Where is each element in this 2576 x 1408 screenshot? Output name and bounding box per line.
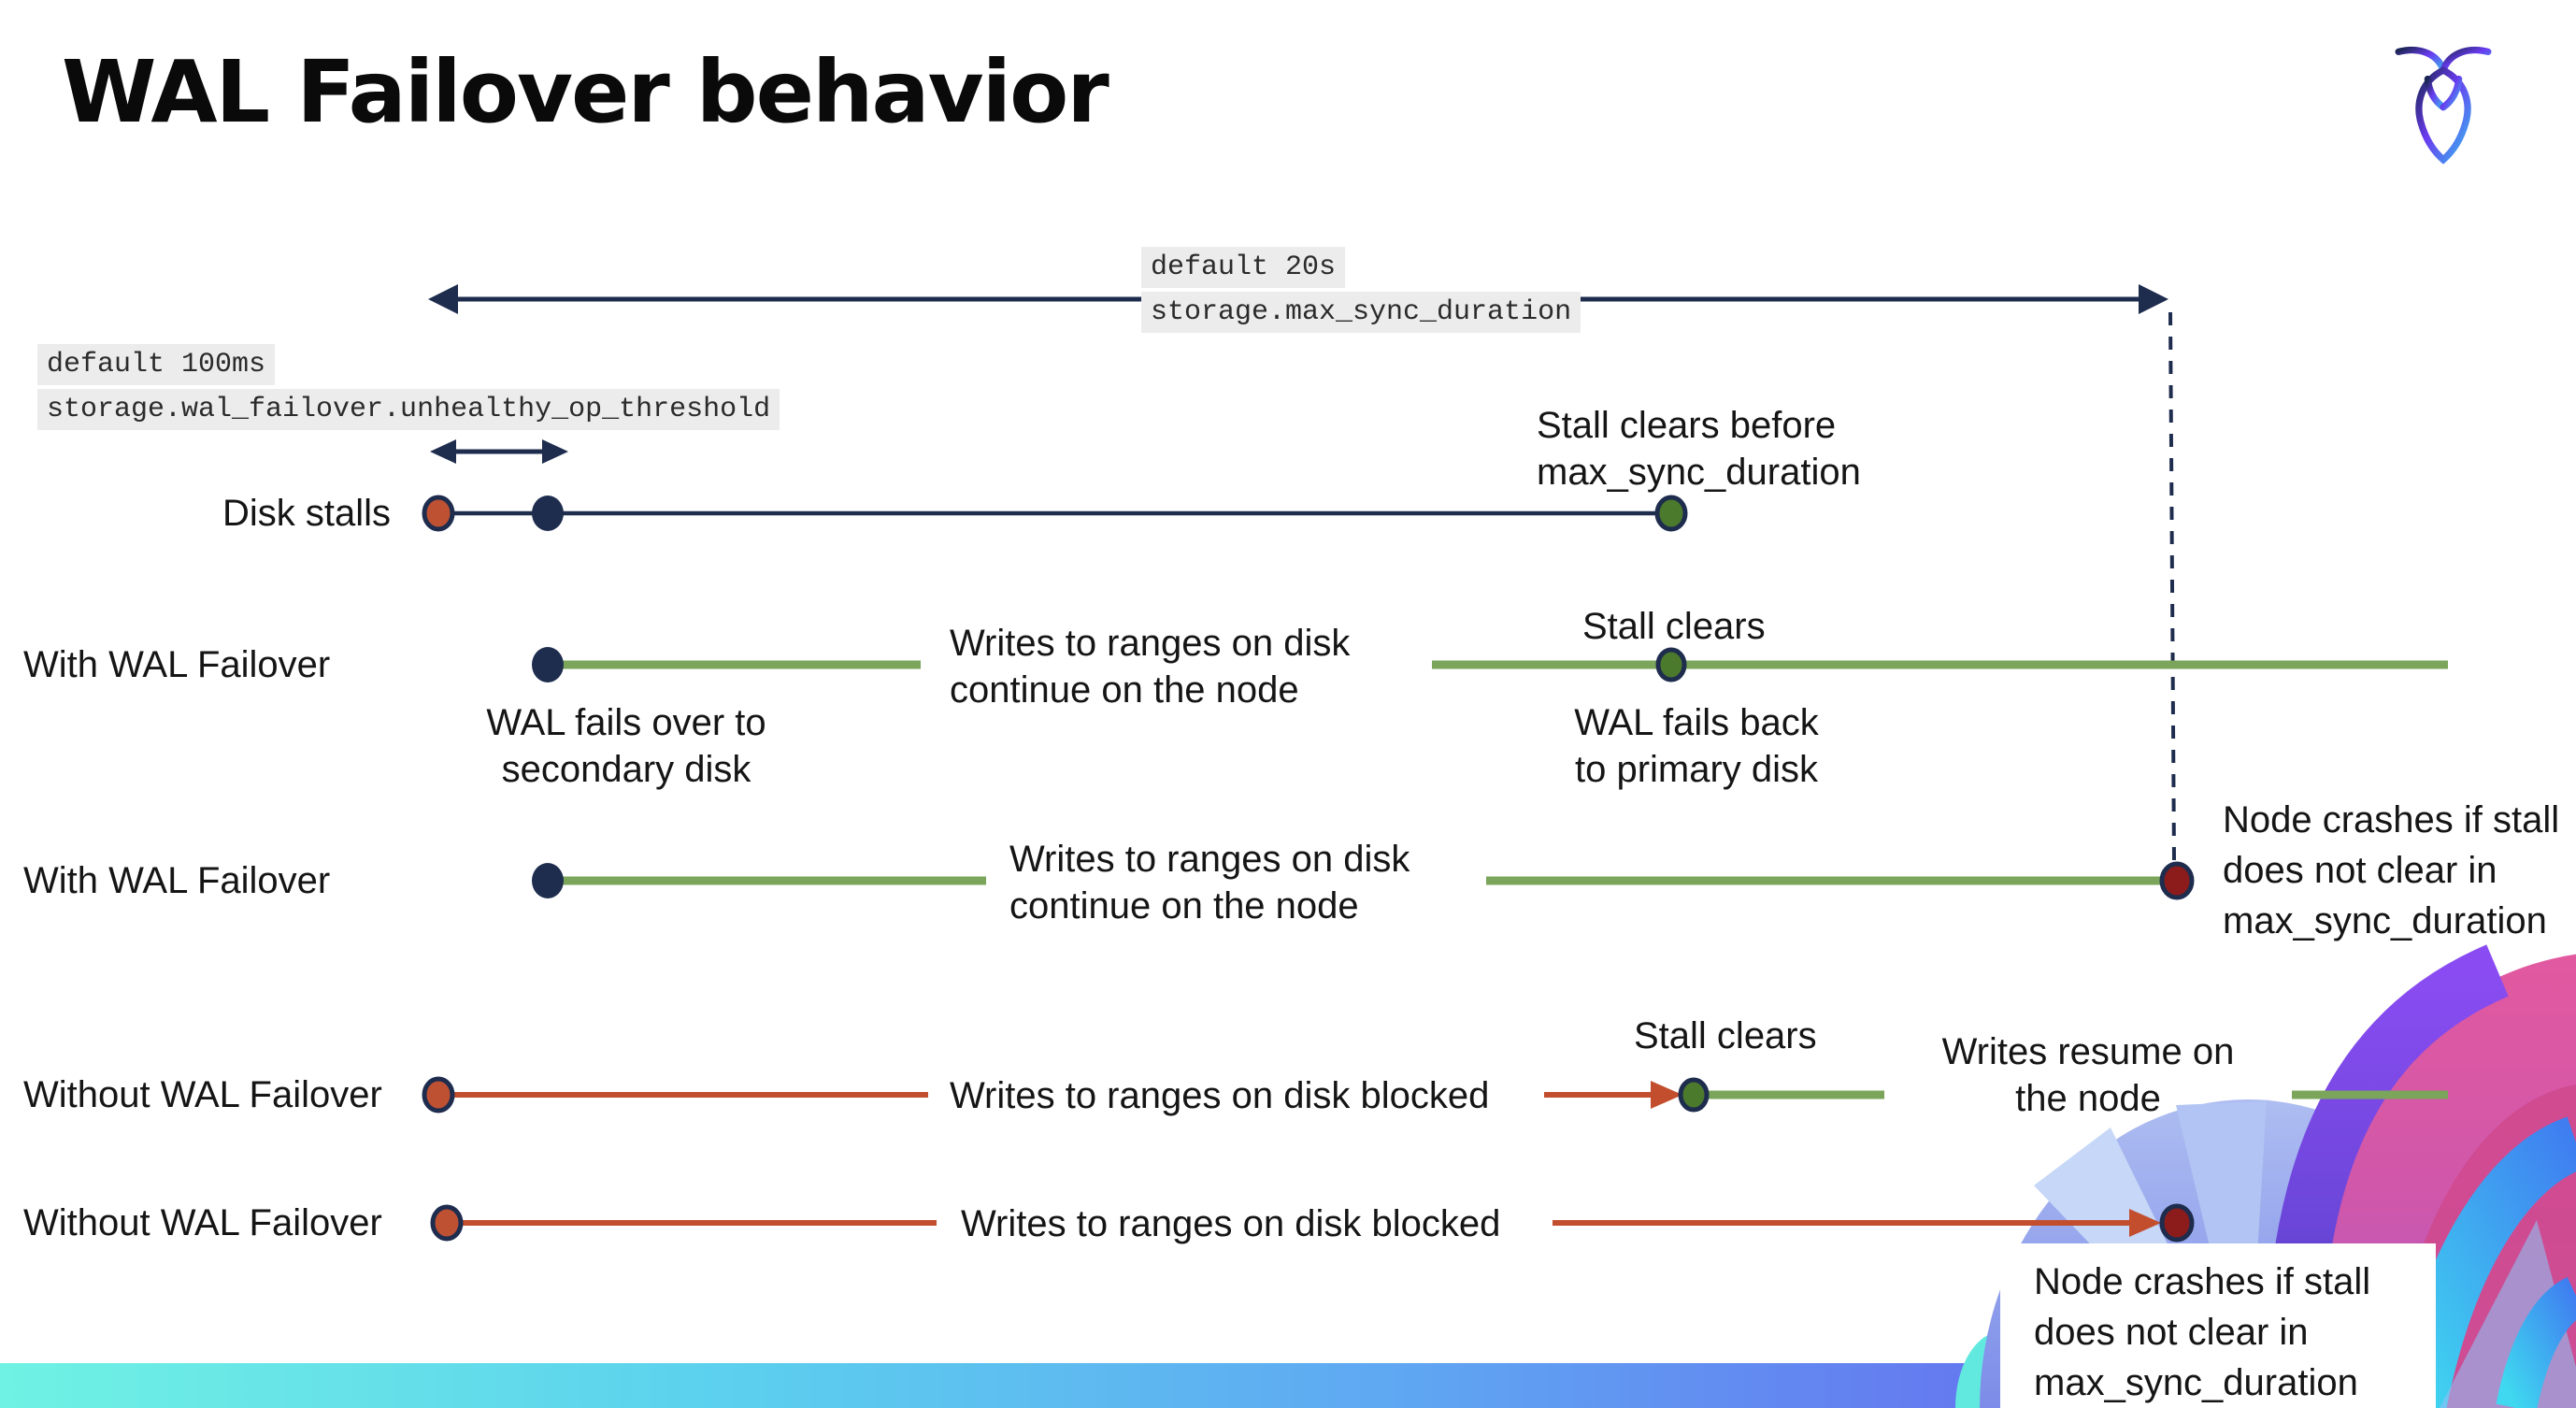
annotation-writes-blocked-row4: Writes to ranges on disk blocked — [950, 1075, 1490, 1116]
row-label-without-wal-failover-1: Without WAL Failover — [23, 1074, 382, 1115]
annotation-node-crashes-row3: Node crashes if stall does not clear in … — [2223, 799, 2560, 941]
row-label-without-wal-failover-2: Without WAL Failover — [23, 1202, 382, 1243]
arrowhead-left — [430, 439, 456, 464]
annotation-writes-blocked-row5: Writes to ranges on disk blocked — [961, 1203, 1501, 1244]
annotation-wal-fails-over: WAL fails over to secondary disk — [486, 702, 766, 790]
unhealthy-op-threshold-arrow — [430, 439, 568, 464]
annotation-stall-clears-row2: Stall clears — [1582, 606, 1766, 647]
default-value-chip: default 100ms — [37, 344, 276, 385]
arrowhead-left — [428, 284, 458, 314]
failover-dot — [532, 863, 564, 898]
annotation-writes-resume: Writes resume on the node — [1941, 1031, 2235, 1119]
page-title: WAL Failover behavior — [62, 42, 1109, 142]
cockroachdb-logo-icon — [2395, 46, 2492, 165]
stall-clear-dot — [1654, 495, 1688, 532]
arrowhead-right — [2129, 1209, 2161, 1237]
timeline-with-failover-clears — [532, 647, 2448, 682]
annotation-stall-clears-row4: Stall clears — [1634, 1015, 1817, 1056]
annotation-writes-continue-row3: Writes to ranges on disk continue on the… — [1009, 839, 1410, 927]
annotation-writes-continue-row2: Writes to ranges on disk continue on the… — [950, 623, 1351, 711]
unhealthy-op-threshold-label: default 100ms storage.wal_failover.unhea… — [37, 344, 780, 430]
annotation-stall-clears-before: Stall clears before max_sync_duration — [1537, 405, 1861, 493]
stall-clear-dot — [1655, 647, 1687, 682]
row-label-with-wal-failover-1: With WAL Failover — [23, 644, 331, 685]
node-crash-dot — [2159, 861, 2195, 900]
stall-start-dot — [422, 495, 455, 532]
failover-trigger-dot — [532, 496, 564, 531]
timeline-disk-stalls — [422, 495, 1688, 532]
node-crashes-callout-box: Node crashes if stall does not clear in … — [2000, 1243, 2436, 1408]
stall-start-dot — [430, 1204, 464, 1242]
row-label-disk-stalls: Disk stalls — [222, 493, 391, 534]
max-sync-duration-label: default 20s storage.max_sync_duration — [1141, 247, 1581, 333]
node-crash-dot — [2159, 1203, 2195, 1243]
arrowhead-right — [1651, 1081, 1682, 1109]
setting-name-chip: storage.max_sync_duration — [1141, 292, 1581, 333]
arrowhead-right — [2139, 284, 2168, 314]
failover-dot — [532, 647, 564, 682]
setting-name-chip: storage.wal_failover.unhealthy_op_thresh… — [37, 389, 780, 430]
row-label-with-wal-failover-2: With WAL Failover — [23, 860, 331, 901]
stall-clear-dot — [1678, 1077, 1710, 1113]
default-value-chip: default 20s — [1141, 247, 1346, 288]
annotation-wal-fails-back: WAL fails back to primary disk — [1574, 702, 1819, 790]
stall-start-dot — [422, 1076, 455, 1113]
arrowhead-right — [542, 439, 568, 464]
deadline-dashed-line — [2168, 311, 2176, 861]
annotation-node-crashes-row5: Node crashes if stall does not clear in … — [2034, 1261, 2371, 1403]
